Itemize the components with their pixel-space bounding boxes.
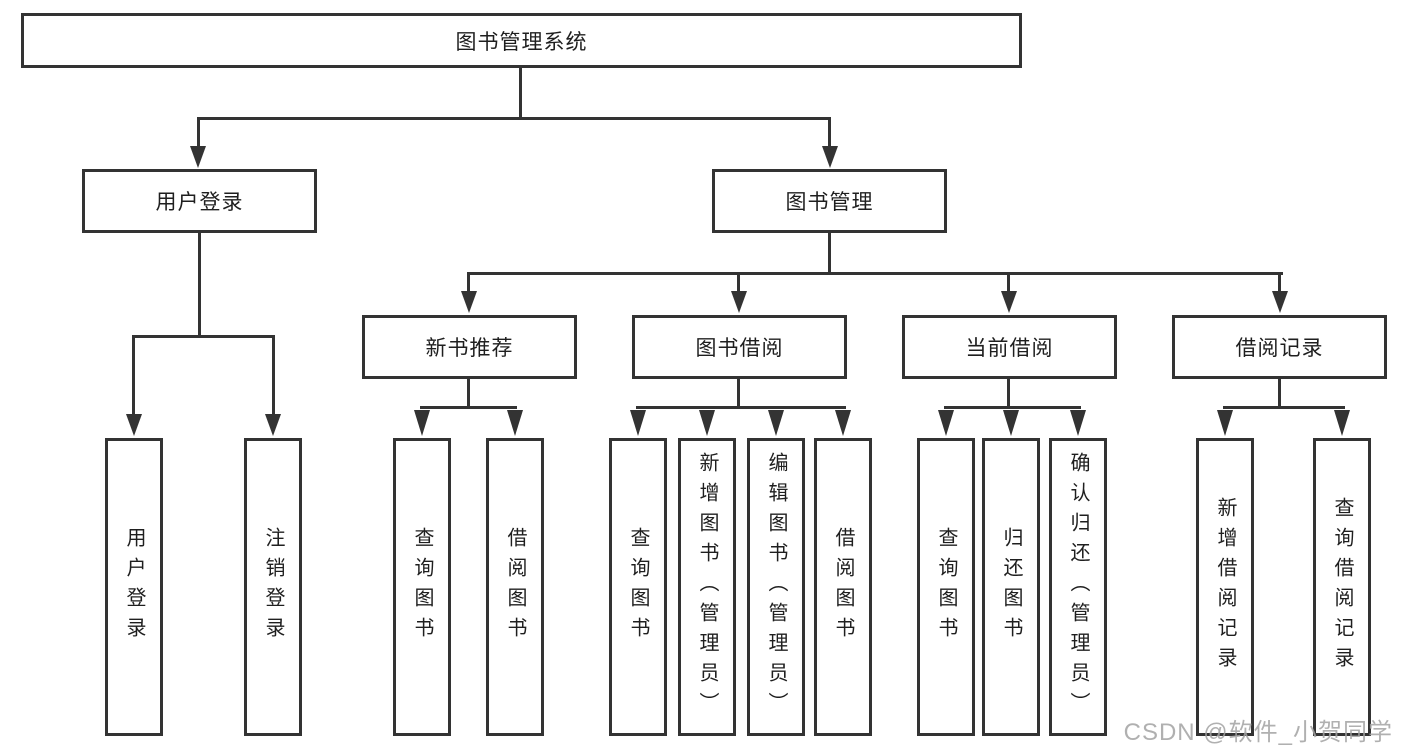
leaf-label: 借阅图书 bbox=[832, 527, 854, 647]
connector-drop-book-borrow bbox=[737, 272, 740, 293]
node-library-management-system: 图书管理系统 bbox=[21, 13, 1022, 68]
connector-drop-book-management bbox=[828, 117, 831, 148]
connector-new-book-bar bbox=[420, 406, 517, 409]
leaf-user-login: 用户登录 bbox=[105, 438, 163, 736]
node-book-borrowing: 图书借阅 bbox=[632, 315, 847, 379]
leaf-confirm-return-admin: 确认归还（管理员） bbox=[1049, 438, 1107, 736]
node-label: 图书借阅 bbox=[695, 337, 784, 360]
leaf-label: 用户登录 bbox=[123, 527, 145, 647]
arrowhead-leaf bbox=[835, 410, 851, 436]
node-borrowing-records: 借阅记录 bbox=[1172, 315, 1387, 379]
csdn-watermark: CSDN @软件_小贺同学 bbox=[1123, 719, 1393, 746]
leaf-query-books-recommend: 查询图书 bbox=[393, 438, 451, 736]
leaf-add-books-admin: 新增图书（管理员） bbox=[678, 438, 736, 736]
connector-new-book-stem bbox=[467, 377, 470, 408]
leaf-label: 查询借阅记录 bbox=[1331, 497, 1353, 677]
arrowhead-logout-leaf bbox=[265, 414, 281, 436]
arrowhead-leaf bbox=[938, 410, 954, 436]
node-label: 新书推荐 bbox=[425, 337, 514, 360]
node-label: 借阅记录 bbox=[1235, 337, 1324, 360]
node-label: 用户登录 bbox=[155, 191, 244, 214]
connector-current-borrow-stem bbox=[1007, 377, 1010, 408]
arrowhead-book-borrow bbox=[731, 291, 747, 313]
connector-book-management-stem bbox=[828, 231, 831, 275]
arrowhead-user-login bbox=[190, 146, 206, 168]
node-book-management: 图书管理 bbox=[712, 169, 947, 233]
arrowhead-leaf bbox=[1334, 410, 1350, 436]
arrowhead-borrow-records bbox=[1272, 291, 1288, 313]
arrowhead-book-management bbox=[822, 146, 838, 168]
connector-drop-current-borrow bbox=[1007, 272, 1010, 293]
leaf-return-books: 归还图书 bbox=[982, 438, 1040, 736]
node-label: 图书管理 bbox=[785, 191, 874, 214]
arrowhead-current-borrow bbox=[1001, 291, 1017, 313]
arrowhead-login-leaf bbox=[126, 414, 142, 436]
leaf-label: 归还图书 bbox=[1000, 527, 1022, 647]
connector-user-login-bar bbox=[132, 335, 275, 338]
leaf-query-books-current: 查询图书 bbox=[917, 438, 975, 736]
arrowhead-leaf bbox=[699, 410, 715, 436]
node-label: 图书管理系统 bbox=[455, 30, 588, 54]
node-new-book-recommend: 新书推荐 bbox=[362, 315, 577, 379]
connector-borrow-records-stem bbox=[1278, 377, 1281, 408]
node-current-borrowing: 当前借阅 bbox=[902, 315, 1117, 379]
arrowhead-leaf bbox=[1003, 410, 1019, 436]
leaf-query-borrow-record: 查询借阅记录 bbox=[1313, 438, 1371, 736]
connector-borrow-records-bar bbox=[1223, 406, 1345, 409]
connector-level2-bar bbox=[197, 117, 831, 120]
arrowhead-leaf bbox=[507, 410, 523, 436]
connector-drop-borrow-records bbox=[1278, 272, 1281, 293]
leaf-label: 新增借阅记录 bbox=[1214, 497, 1236, 677]
leaf-borrow-books-borrowing: 借阅图书 bbox=[814, 438, 872, 736]
arrowhead-leaf bbox=[1217, 410, 1233, 436]
node-user-login: 用户登录 bbox=[82, 169, 317, 233]
arrowhead-leaf bbox=[414, 410, 430, 436]
leaf-logout: 注销登录 bbox=[244, 438, 302, 736]
leaf-label: 借阅图书 bbox=[504, 527, 526, 647]
arrowhead-new-book bbox=[461, 291, 477, 313]
connector-root-stem bbox=[519, 66, 522, 119]
arrowhead-leaf bbox=[768, 410, 784, 436]
connector-drop-user-login bbox=[197, 117, 200, 148]
connector-drop-logout-leaf bbox=[272, 335, 275, 416]
leaf-query-books-borrowing: 查询图书 bbox=[609, 438, 667, 736]
connector-drop-login-leaf bbox=[132, 335, 135, 416]
node-label: 当前借阅 bbox=[965, 337, 1054, 360]
connector-book-borrow-bar bbox=[636, 406, 846, 409]
leaf-borrow-books-recommend: 借阅图书 bbox=[486, 438, 544, 736]
leaf-label: 查询图书 bbox=[411, 527, 433, 647]
arrowhead-leaf bbox=[1070, 410, 1086, 436]
leaf-label: 注销登录 bbox=[262, 527, 284, 647]
leaf-add-borrow-record: 新增借阅记录 bbox=[1196, 438, 1254, 736]
connector-user-login-stem bbox=[198, 231, 201, 337]
connector-level3-bar bbox=[467, 272, 1283, 275]
connector-current-borrow-bar bbox=[944, 406, 1081, 409]
arrowhead-leaf bbox=[630, 410, 646, 436]
connector-drop-new-book bbox=[467, 272, 470, 293]
leaf-label: 确认归还（管理员） bbox=[1067, 452, 1089, 722]
leaf-label: 新增图书（管理员） bbox=[696, 452, 718, 722]
leaf-label: 编辑图书（管理员） bbox=[765, 452, 787, 722]
leaf-label: 查询图书 bbox=[935, 527, 957, 647]
leaf-label: 查询图书 bbox=[627, 527, 649, 647]
connector-book-borrow-stem bbox=[737, 377, 740, 408]
leaf-edit-books-admin: 编辑图书（管理员） bbox=[747, 438, 805, 736]
